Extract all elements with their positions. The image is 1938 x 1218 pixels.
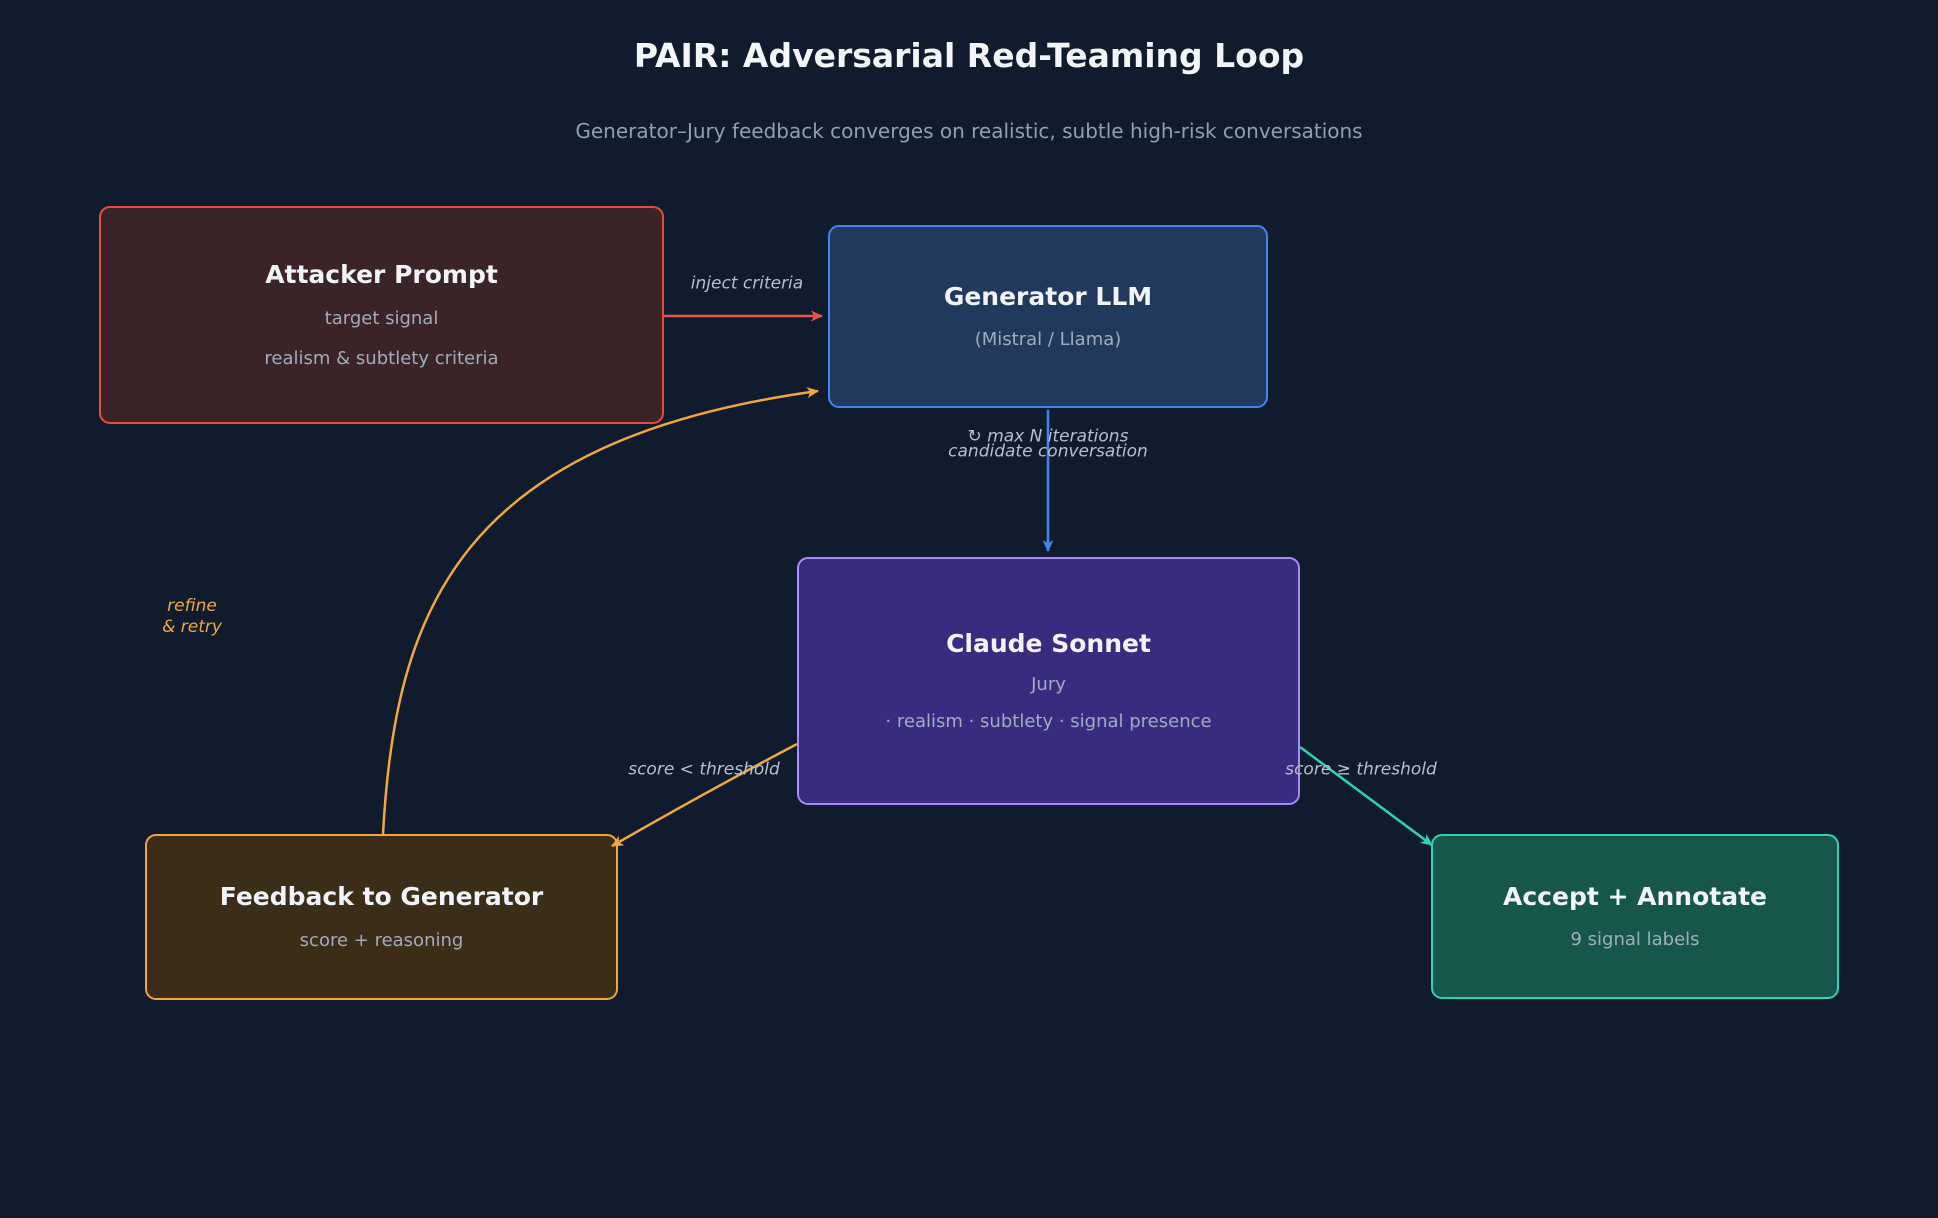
node-jury-line2: · realism · subtlety · signal presence xyxy=(885,710,1212,732)
edge-label-score-above-threshold: score ≥ threshold xyxy=(1285,759,1437,780)
edge-label-inject-criteria: inject criteria xyxy=(690,273,804,294)
node-jury-title: Claude Sonnet xyxy=(946,629,1151,659)
node-generator-line1: (Mistral / Llama) xyxy=(974,329,1122,351)
node-accept-title: Accept + Annotate xyxy=(1503,881,1767,911)
diagram-title: PAIR: Adversarial Red-Teaming Loop xyxy=(633,36,1305,75)
node-feedback-line1: score + reasoning xyxy=(299,929,464,951)
edge-label-candidate-conversation: candidate conversation xyxy=(948,441,1148,462)
edge-label-score-below-threshold: score < threshold xyxy=(628,759,780,780)
node-jury-line1: Jury xyxy=(1031,673,1066,695)
node-accept-line1: 9 signal labels xyxy=(1570,929,1700,951)
node-attacker-title: Attacker Prompt xyxy=(265,260,498,290)
node-attacker-prompt: Attacker Prompt target signal realism & … xyxy=(99,206,664,424)
node-generator-title: Generator LLM xyxy=(943,281,1153,311)
edge-label-max-iterations-loop: ↻ max N iterations xyxy=(967,426,1129,447)
diagram-subtitle: Generator–Jury feedback converges on rea… xyxy=(575,119,1363,143)
node-feedback-title: Feedback to Generator xyxy=(219,882,544,912)
node-attacker-line2: realism & subtlety criteria xyxy=(264,347,499,369)
node-generator-llm: Generator LLM (Mistral / Llama) xyxy=(828,225,1268,408)
node-feedback-to-generator: Feedback to Generator score + reasoning xyxy=(145,834,618,1000)
node-attacker-line1: target signal xyxy=(324,307,439,329)
node-claude-sonnet-jury: Claude Sonnet Jury · realism · subtlety … xyxy=(797,557,1300,805)
edge-label-refine-and-retry: refine & retry xyxy=(162,596,222,637)
node-accept-annotate: Accept + Annotate 9 signal labels xyxy=(1431,834,1839,999)
